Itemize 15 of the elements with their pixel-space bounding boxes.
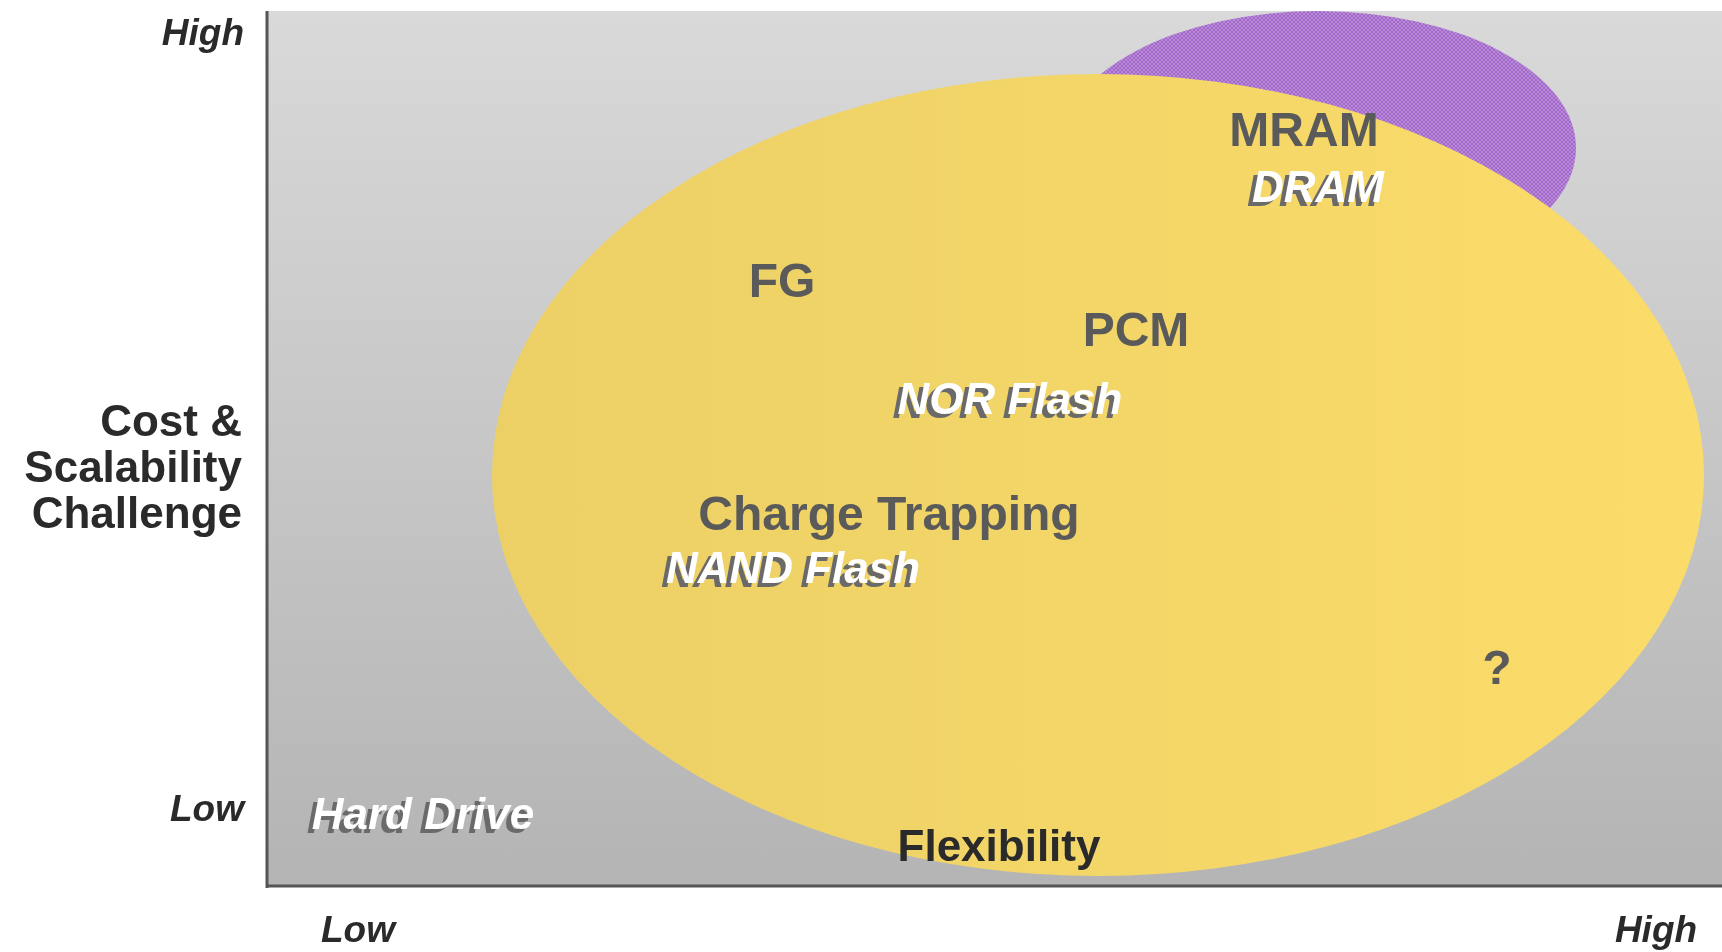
- axis-title: Flexibility: [897, 822, 1101, 870]
- memory-label: Hard Drive: [311, 790, 535, 838]
- axis-tick-label: Low: [321, 910, 395, 950]
- technology-label: MRAM: [1229, 104, 1379, 156]
- memory-label: NOR Flash: [897, 375, 1123, 423]
- axis-title: Cost & Scalability Challenge: [23, 397, 242, 537]
- technology-label: Charge Trapping: [698, 488, 1080, 540]
- axis-tick-label: High: [1614, 910, 1698, 950]
- technology-label: FG: [748, 255, 816, 307]
- axis-tick-label: Low: [170, 789, 244, 829]
- question-mark-label: ?: [1482, 642, 1512, 694]
- memory-label: NAND Flash: [665, 544, 921, 592]
- axis-tick-label: High: [161, 13, 244, 53]
- technology-label: PCM: [1082, 304, 1190, 356]
- memory-label: DRAM: [1252, 163, 1384, 211]
